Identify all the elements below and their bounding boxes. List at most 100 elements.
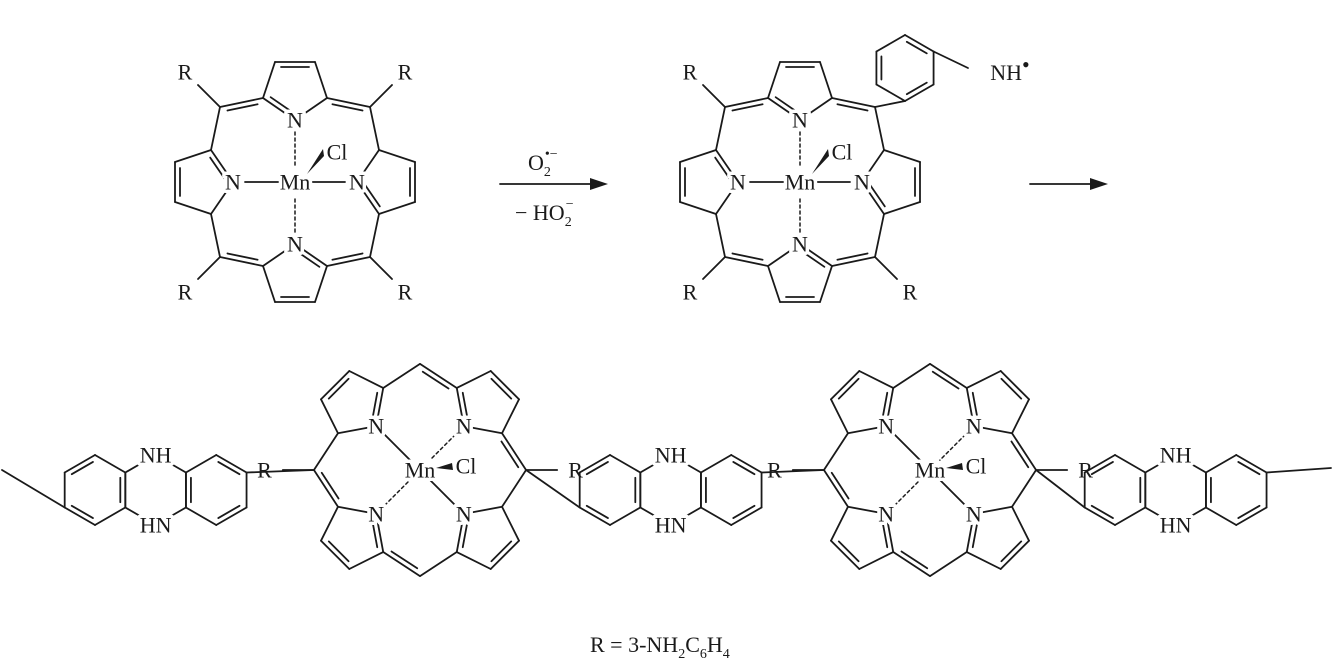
double-bond-inner [881, 519, 889, 549]
bond [830, 370, 861, 401]
double-bond-inner [1237, 504, 1261, 519]
double-bond-inner [1090, 461, 1114, 476]
mn-n-bond [939, 433, 967, 461]
bond [313, 432, 339, 471]
c-n-bond [932, 50, 969, 69]
bond [724, 256, 769, 267]
double-bond-inner [209, 156, 227, 181]
dihydropyrazine-ring-bond [124, 454, 157, 474]
bond [210, 213, 221, 258]
bond [858, 370, 895, 389]
double-bond-inner [421, 370, 450, 390]
bond [314, 61, 328, 99]
bond [375, 512, 385, 553]
bond [174, 201, 212, 215]
nh-label: NH [1160, 443, 1192, 468]
r-group-label: R [767, 458, 782, 483]
chain-bond [1, 469, 66, 509]
bond [730, 454, 763, 474]
double-bond-inner [971, 391, 979, 421]
r-group-label: R [1078, 458, 1093, 483]
substituent-definition: R = 3-NH2C6H4 [590, 632, 730, 661]
bond [174, 149, 212, 163]
benzene-ring-bond [94, 454, 127, 474]
bond [326, 97, 371, 108]
bond [215, 506, 248, 526]
bond [799, 243, 833, 267]
r-group-label: R [568, 458, 583, 483]
bond [382, 551, 421, 577]
bond [1011, 505, 1030, 542]
bond [715, 149, 739, 183]
bond [858, 551, 895, 570]
bond [679, 201, 717, 215]
nh-label: NH [140, 443, 172, 468]
bond [1011, 432, 1037, 471]
double-bond-inner [331, 103, 364, 112]
bond [767, 97, 801, 121]
double-bond-inner [774, 96, 799, 114]
bond [462, 425, 503, 435]
double-bond-inner [731, 252, 764, 261]
double-bond-inner [490, 377, 513, 400]
mn-n-bond [383, 479, 411, 507]
bond [679, 149, 717, 163]
bond [455, 370, 492, 389]
bond [929, 551, 968, 577]
benzene-ring-bond [185, 506, 218, 526]
bond [455, 551, 492, 570]
nitrogen-label: N [225, 170, 241, 195]
hn-label: HN [140, 513, 172, 538]
bond [830, 539, 861, 570]
nitrogen-label: N [966, 501, 982, 526]
bond [823, 432, 849, 471]
nitrogen-label: N [792, 108, 808, 133]
double-bond-inner [801, 250, 826, 268]
bond [883, 201, 921, 215]
bond [861, 181, 885, 215]
bond [210, 106, 221, 151]
byproduct-label: − HO2− [515, 197, 574, 230]
double-bond-inner [585, 461, 609, 476]
bond [501, 469, 527, 508]
bond [313, 469, 339, 508]
double-bond-inner [732, 461, 756, 476]
dihydropyrazine-ring-bond [1174, 506, 1207, 526]
double-bond-inner [905, 40, 928, 55]
bond [356, 181, 380, 215]
r-group-label: R [178, 280, 193, 305]
bond [892, 551, 931, 577]
double-bond-inner [881, 391, 889, 421]
substituent-bond [369, 84, 393, 108]
bond [1011, 469, 1037, 508]
bond [1083, 506, 1116, 526]
bond [219, 97, 264, 108]
bond [885, 387, 895, 428]
benzene-ring-bond [1205, 506, 1238, 526]
manganese-label: Mn [280, 170, 311, 195]
dihydropyrazine-ring-bond [1174, 454, 1207, 474]
r-group-label: R [398, 280, 413, 305]
bond [715, 106, 726, 151]
double-bond-inner [363, 183, 381, 208]
nitrogen-label: N [456, 414, 472, 439]
bond [320, 505, 339, 542]
bond [337, 425, 378, 435]
nitrogen-label: N [456, 501, 472, 526]
chlorine-label: Cl [966, 454, 987, 479]
benzene-ring-bond [700, 506, 733, 526]
double-bond-inner [490, 540, 513, 563]
mn-n-bond [893, 433, 922, 462]
bond [578, 506, 611, 526]
double-bond-inner [905, 81, 928, 96]
mn-n-bond [428, 478, 457, 507]
bond [1083, 454, 1116, 474]
bond [847, 505, 888, 515]
double-bond-inner [500, 440, 520, 469]
bond [455, 512, 465, 553]
dihydropyrazine-ring-bond [124, 506, 157, 526]
manganese-label: Mn [785, 170, 816, 195]
double-bond-inner [327, 377, 350, 400]
nh-radical-label: NH• [990, 52, 1029, 85]
